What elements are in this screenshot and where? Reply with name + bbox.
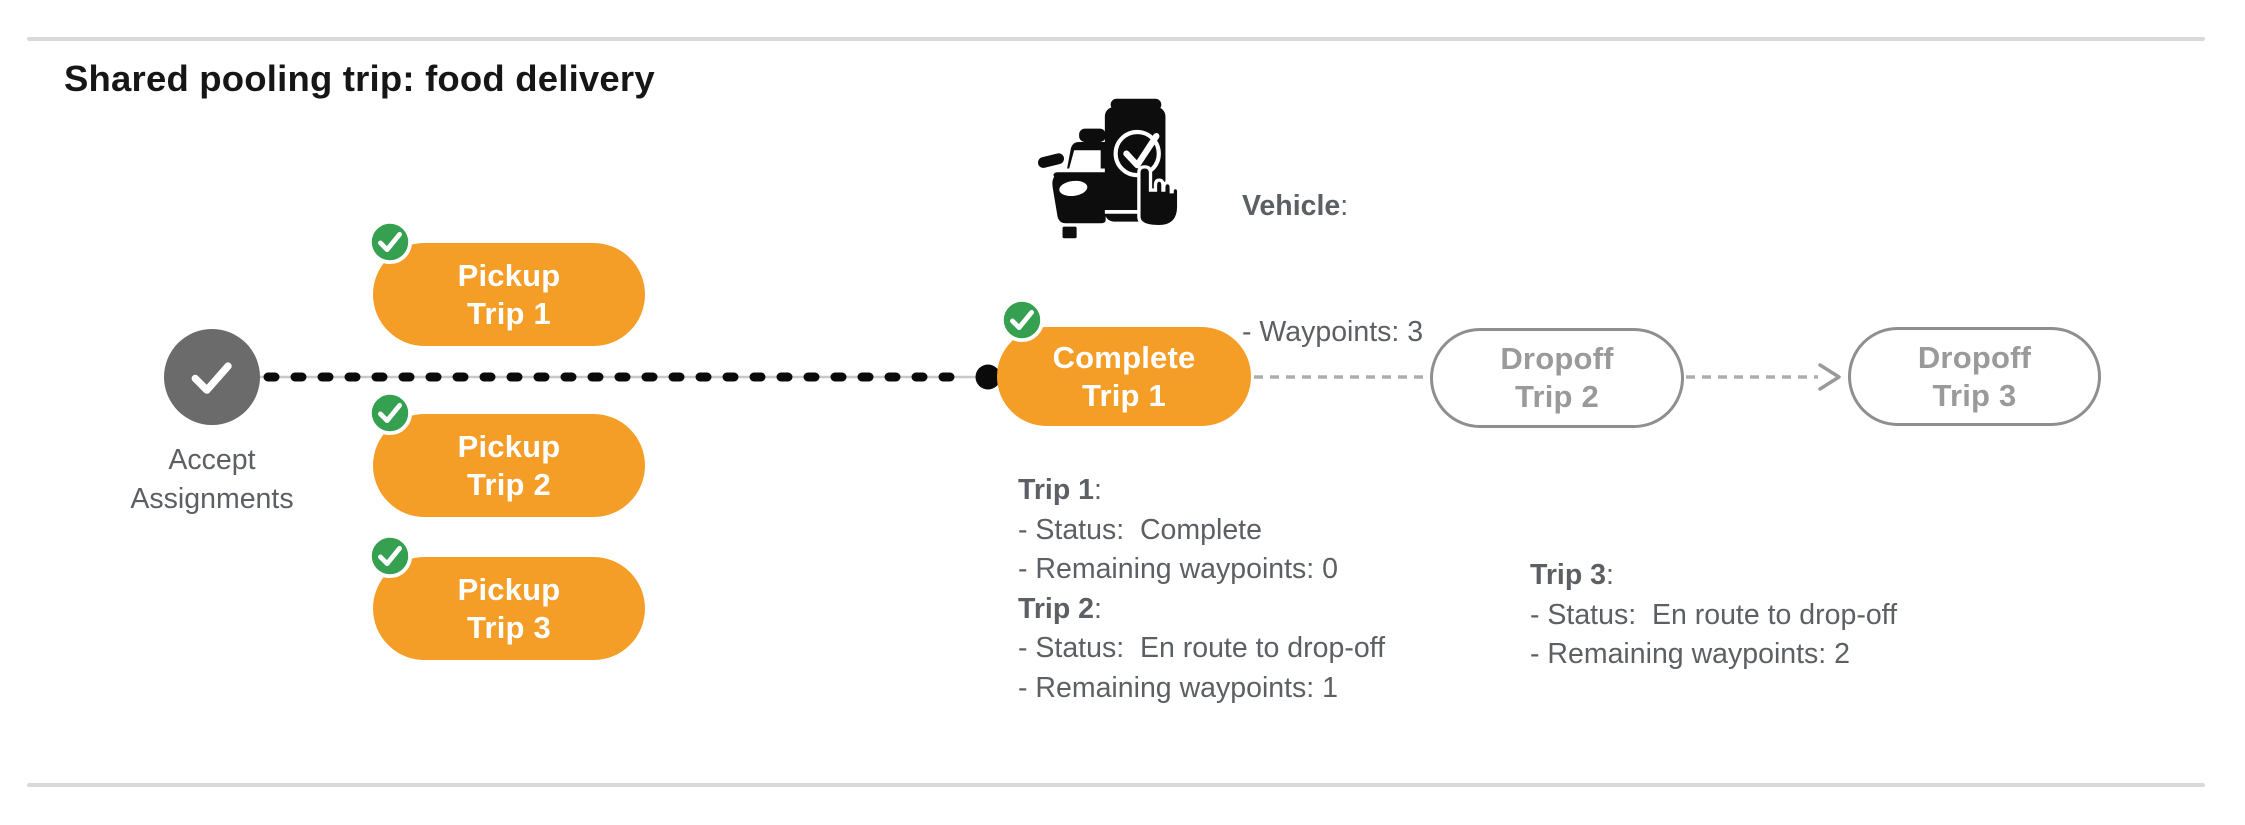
trip1-heading: Trip 1: bbox=[1018, 471, 1385, 511]
check-badge-icon bbox=[999, 297, 1045, 343]
trip-status-right: Trip 3: - Status: En route to drop-off -… bbox=[1530, 556, 1897, 675]
vehicle-label-colon: : bbox=[1340, 190, 1349, 222]
bottom-divider bbox=[27, 783, 2205, 787]
pill-line1: Pickup bbox=[457, 428, 561, 464]
vehicle-info: Vehicle: - Waypoints: 3 bbox=[1242, 101, 1423, 437]
current-position-dot bbox=[975, 364, 1001, 390]
pill-line2: Trip 2 bbox=[467, 466, 551, 502]
check-badge-icon bbox=[367, 533, 413, 579]
pill-line2: Trip 1 bbox=[467, 295, 551, 331]
trip2-heading: Trip 2: bbox=[1018, 590, 1385, 630]
pill-line1: Dropoff bbox=[1500, 341, 1614, 376]
trip3-status-line: - Status: En route to drop-off bbox=[1530, 598, 1898, 631]
pill-line2: Trip 1 bbox=[1082, 377, 1166, 413]
pill-line2: Trip 3 bbox=[467, 609, 551, 645]
top-divider bbox=[27, 37, 2205, 41]
vehicle-waypoints: - Waypoints: 3 bbox=[1242, 316, 1424, 348]
accept-assignments-label: Accept Assignments bbox=[92, 441, 332, 519]
pickup-trip-3-pill: Pickup Trip 3 bbox=[373, 557, 645, 660]
pickup-trip-1-pill: Pickup Trip 1 bbox=[373, 243, 645, 346]
pill-line2: Trip 2 bbox=[1515, 379, 1599, 414]
trip2-colon: : bbox=[1094, 592, 1102, 625]
pill-line1: Pickup bbox=[457, 571, 561, 607]
trip2-status-line: - Status: En route to drop-off bbox=[1018, 632, 1386, 664]
dropoff-trip-3-pill: Dropoff Trip 3 bbox=[1848, 327, 2101, 426]
trip3-colon: : bbox=[1606, 559, 1614, 591]
check-badge-icon bbox=[367, 390, 413, 436]
pill-line1: Dropoff bbox=[1917, 339, 2032, 375]
trip-status-left: Trip 1: - Status: Complete - Remaining w… bbox=[1018, 471, 1385, 708]
vehicle-heading: Vehicle: bbox=[1242, 185, 1423, 227]
arrowhead-icon bbox=[1818, 363, 1841, 391]
complete-trip-1-pill: Complete Trip 1 bbox=[997, 327, 1251, 426]
check-icon bbox=[191, 362, 232, 394]
trip1-status-line: - Status: Complete bbox=[1018, 513, 1262, 546]
trip1-waypoints-line: - Remaining waypoints: 0 bbox=[1018, 553, 1338, 585]
trip1-colon: : bbox=[1094, 474, 1102, 506]
trip2-label: Trip 2 bbox=[1018, 592, 1095, 625]
trip3-waypoints-line: - Remaining waypoints: 2 bbox=[1530, 638, 1850, 670]
trip3-heading: Trip 3: bbox=[1530, 556, 1897, 596]
check-badge-icon bbox=[367, 219, 413, 265]
trip2-waypoints-line: - Remaining waypoints: 1 bbox=[1018, 671, 1338, 704]
pickup-trip-2-pill: Pickup Trip 2 bbox=[373, 414, 645, 517]
accept-assignments-node bbox=[164, 329, 260, 425]
vehicle-phone-check-icon bbox=[1026, 92, 1192, 250]
pill-line1: Complete bbox=[1052, 339, 1196, 375]
pill-line2: Trip 3 bbox=[1932, 377, 2017, 413]
pill-line1: Pickup bbox=[457, 257, 561, 293]
accept-label-line1: Accept bbox=[168, 444, 256, 476]
page-title: Shared pooling trip: food delivery bbox=[64, 58, 655, 99]
dropoff-trip-2-pill: Dropoff Trip 2 bbox=[1430, 328, 1684, 428]
trip1-label: Trip 1 bbox=[1018, 474, 1095, 506]
accept-label-line2: Assignments bbox=[130, 483, 294, 515]
trip3-label: Trip 3 bbox=[1530, 559, 1607, 591]
vehicle-label: Vehicle bbox=[1242, 190, 1341, 222]
